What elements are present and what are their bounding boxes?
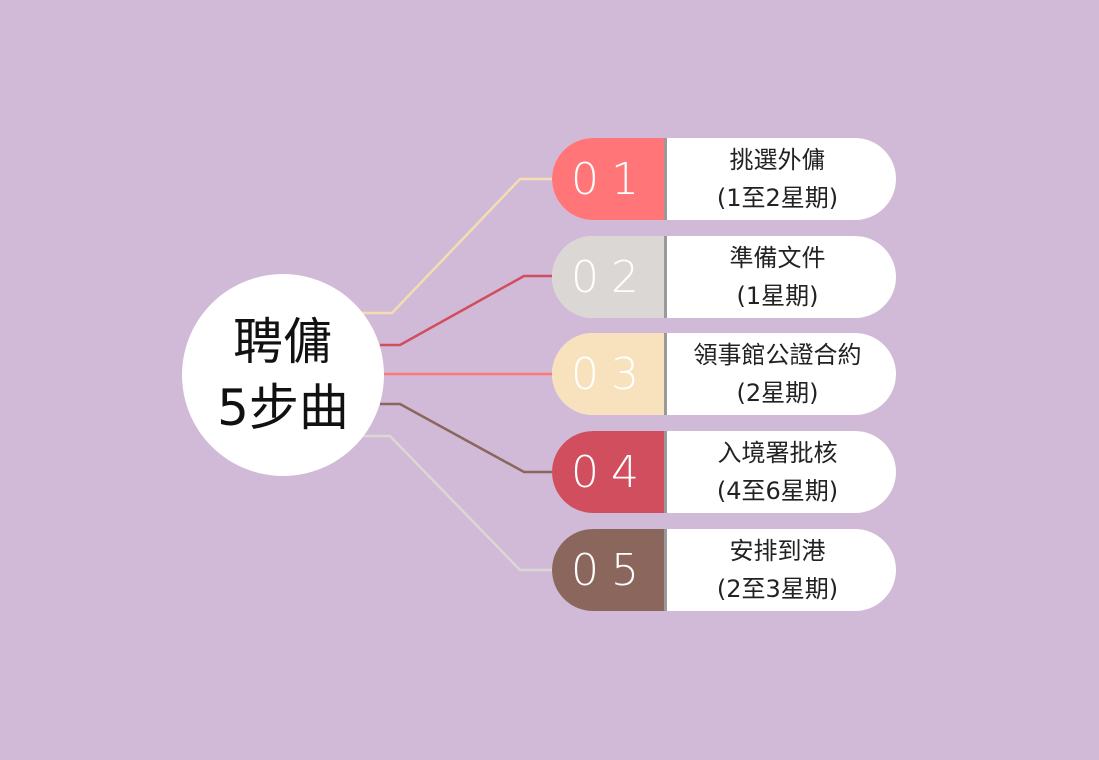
- step-duration: (2星期): [736, 379, 819, 407]
- step-label: 安排到港 (2至3星期): [667, 529, 896, 611]
- hub-title-line2: 5步曲: [217, 379, 349, 437]
- hub-title-line1: 聘傭: [233, 313, 333, 371]
- step-duration: (1至2星期): [716, 184, 839, 212]
- connector-line-02: [380, 274, 555, 347]
- step-duration: (2至3星期): [716, 575, 839, 603]
- step-label: 入境署批核 (4至6星期): [667, 431, 896, 513]
- step-02: 02 準備文件 (1星期): [552, 236, 896, 318]
- connector-line-01: [362, 177, 555, 315]
- connector-line-04: [380, 402, 555, 474]
- step-title: 安排到港: [729, 537, 826, 565]
- step-title: 挑選外傭: [729, 146, 826, 174]
- step-number: 01: [552, 138, 667, 220]
- step-label: 領事館公證合約 (2星期): [667, 333, 896, 415]
- hub-circle: 聘傭 5步曲: [182, 274, 384, 476]
- step-04: 04 入境署批核 (4至6星期): [552, 431, 896, 513]
- step-number: 03: [552, 333, 667, 415]
- step-label: 挑選外傭 (1至2星期): [667, 138, 896, 220]
- step-title: 準備文件: [729, 244, 826, 272]
- step-number: 05: [552, 529, 667, 611]
- step-number: 04: [552, 431, 667, 513]
- step-01: 01 挑選外傭 (1至2星期): [552, 138, 896, 220]
- step-number: 02: [552, 236, 667, 318]
- step-label: 準備文件 (1星期): [667, 236, 896, 318]
- step-duration: (1星期): [736, 282, 819, 310]
- step-title: 領事館公證合約: [693, 341, 862, 369]
- step-duration: (4至6星期): [716, 477, 839, 505]
- connector-line-05: [362, 434, 555, 572]
- step-05: 05 安排到港 (2至3星期): [552, 529, 896, 611]
- step-03: 03 領事館公證合約 (2星期): [552, 333, 896, 415]
- step-title: 入境署批核: [717, 439, 838, 467]
